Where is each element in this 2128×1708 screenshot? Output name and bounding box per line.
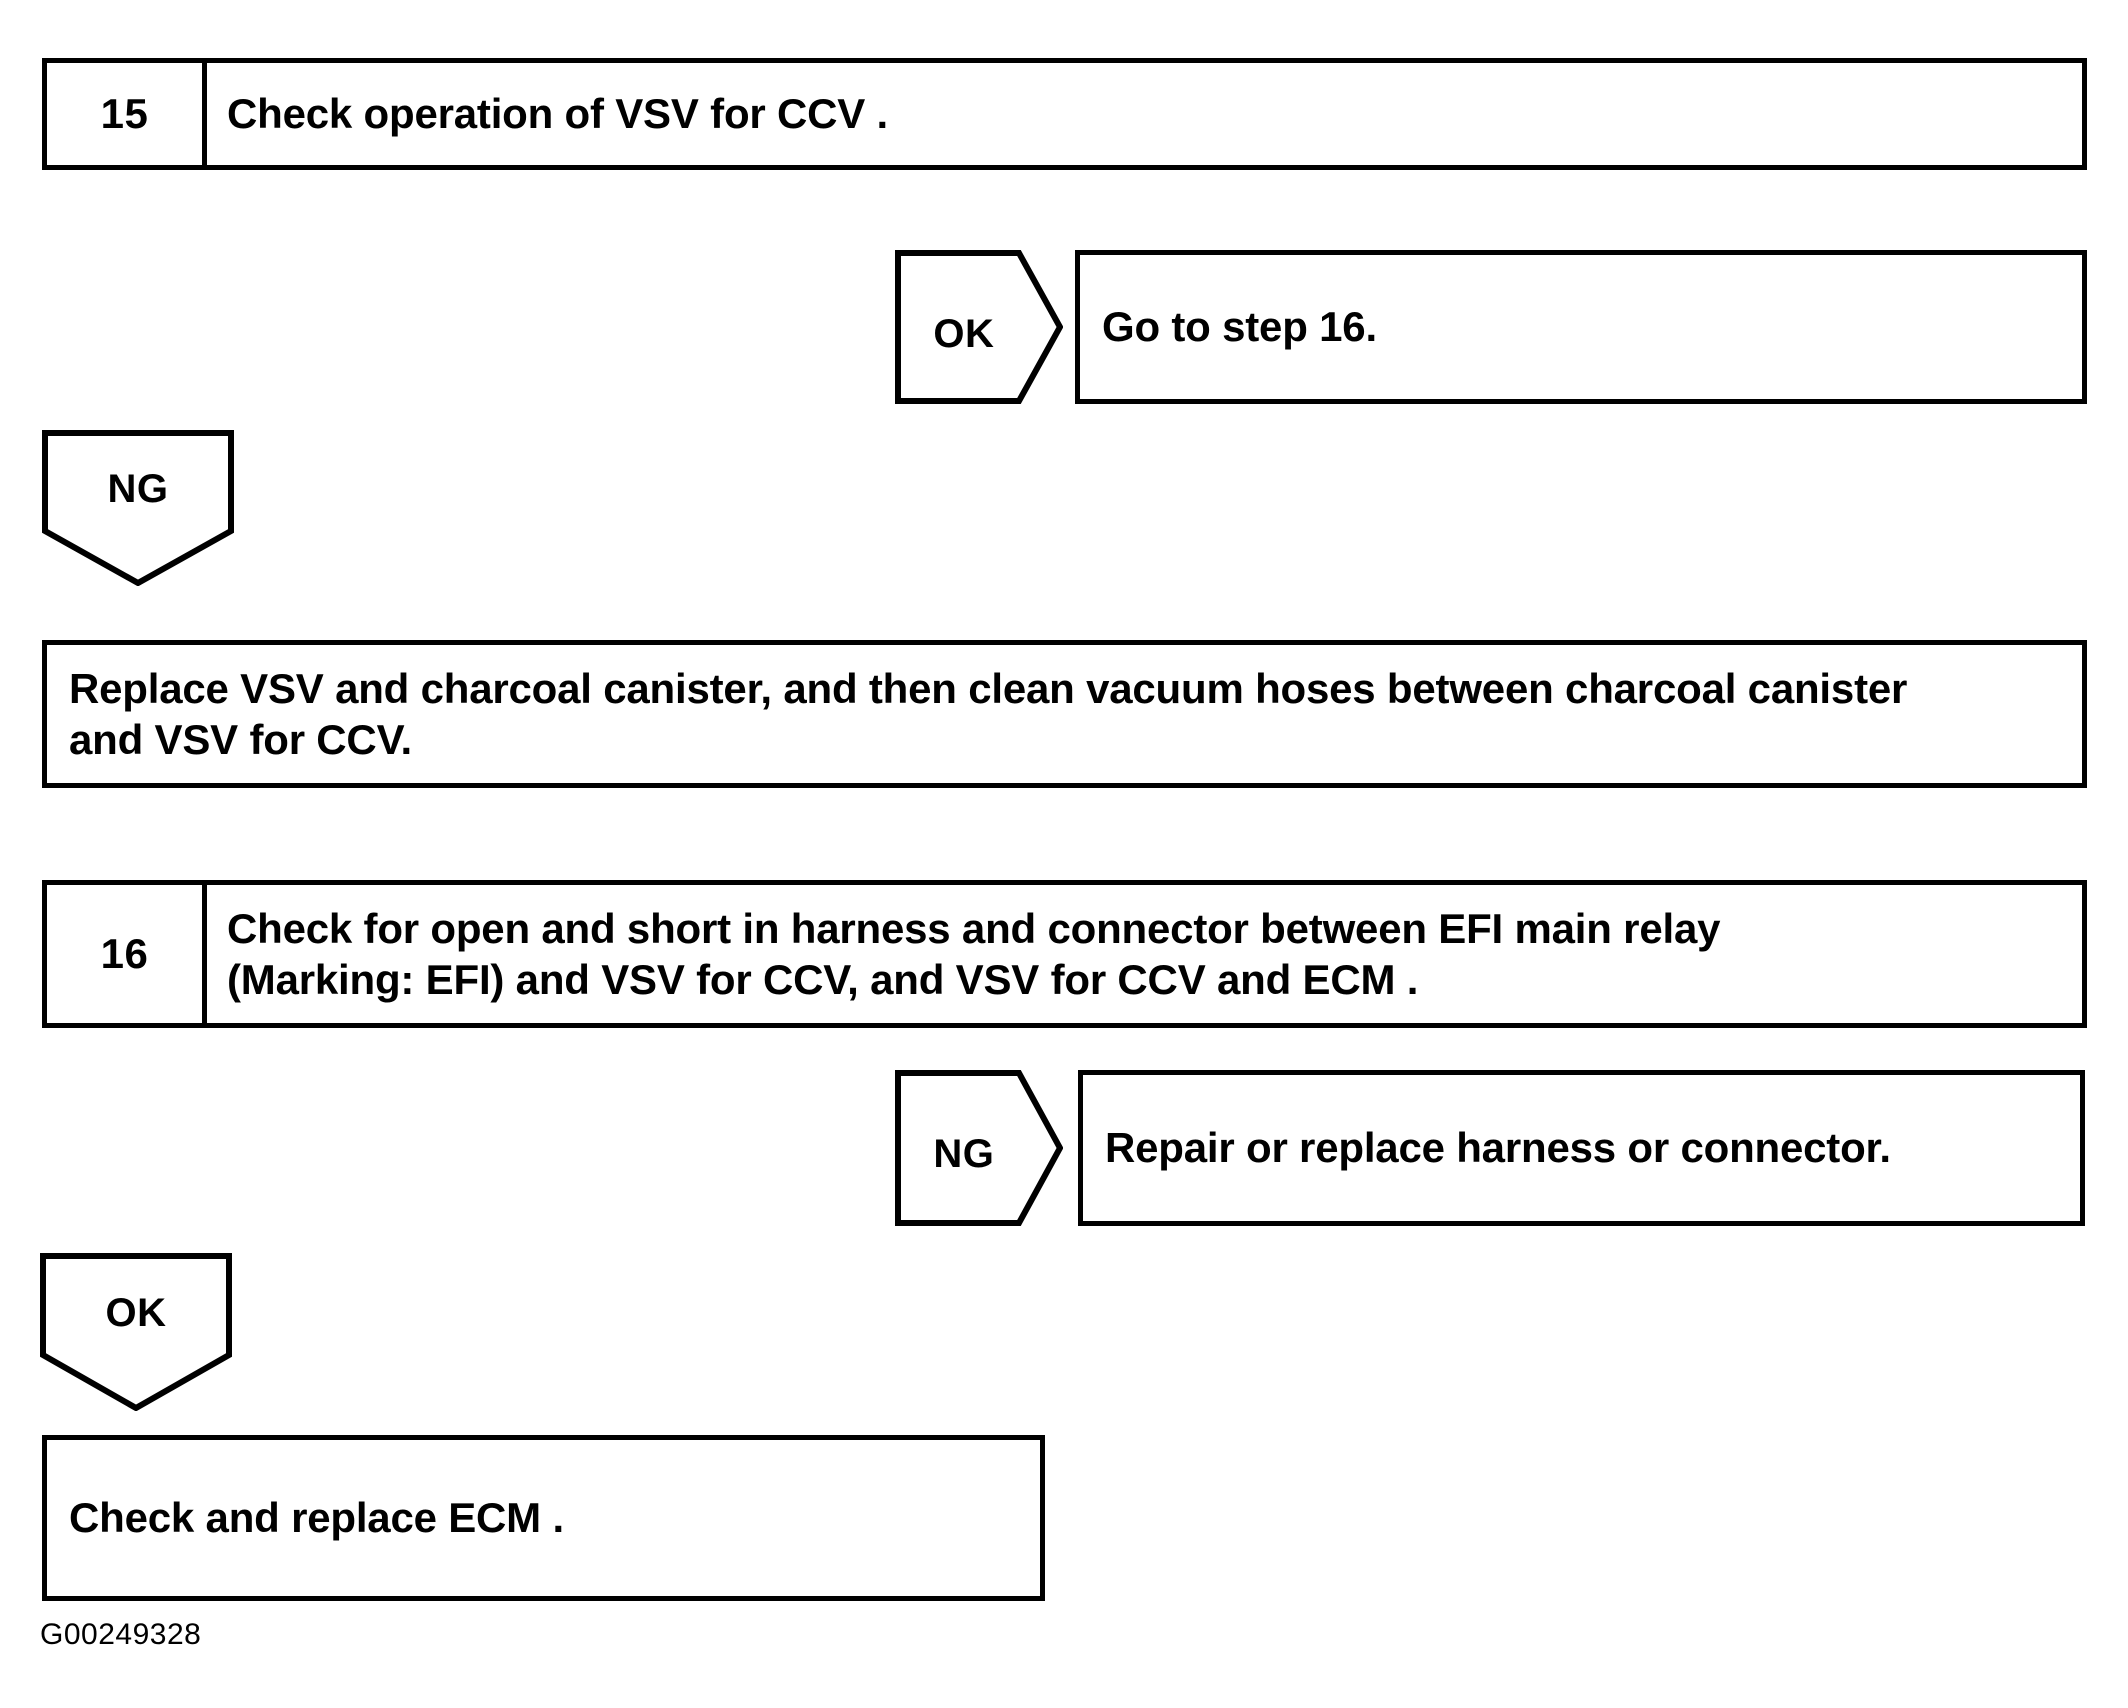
step-15-ok-tag-label: OK (933, 311, 995, 356)
step-15-ng-result-line-2: and VSV for CCV. (69, 716, 412, 763)
step-15-ng-result-line-1: Replace VSV and charcoal canister, and t… (69, 664, 1908, 712)
pentagon-down-icon (40, 1253, 232, 1411)
step-15-box: 15 Check operation of VSV for CCV . (42, 58, 2087, 170)
step-16-box: 16 Check for open and short in harness a… (42, 880, 2087, 1028)
step-15-ng-tag: NG (42, 430, 234, 586)
step-16-ng-result-box: Repair or replace harness or connector. (1078, 1070, 2085, 1226)
pentagon-down-icon (42, 430, 234, 586)
step-16-ok-result-text: Check and replace ECM . (69, 1494, 564, 1542)
step-15-ng-result-text: Replace VSV and charcoal canister, and t… (69, 663, 1907, 765)
step-16-ng-tag-label: NG (933, 1132, 995, 1177)
step-16-ng-tag: NG (895, 1070, 1063, 1226)
step-16-instruction-line-1: Check for open and short in harness and … (227, 904, 1721, 952)
step-16-ok-tag-label: OK (105, 1290, 167, 1335)
figure-id-code: G00249328 (40, 1618, 202, 1651)
step-16-instruction: Check for open and short in harness and … (207, 885, 2082, 1023)
step-16-ok-result-box: Check and replace ECM . (42, 1435, 1045, 1601)
step-15-ok-result-text: Go to step 16. (1102, 303, 1377, 351)
pentagon-right-icon (895, 250, 1063, 404)
step-15-ng-tag-label: NG (107, 467, 169, 512)
step-15-instruction: Check operation of VSV for CCV . (227, 90, 889, 138)
step-16-ng-result-text: Repair or replace harness or connector. (1105, 1124, 1891, 1172)
step-16-number: 16 (47, 885, 207, 1023)
step-15-ok-result-box: Go to step 16. (1075, 250, 2087, 404)
step-15-number: 15 (47, 63, 207, 165)
step-16-instruction-line-2: (Marking: EFI) and VSV for CCV, and VSV … (227, 956, 1419, 1003)
step-16-ok-tag: OK (40, 1253, 232, 1411)
step-15-ng-result-box: Replace VSV and charcoal canister, and t… (42, 640, 2087, 788)
step-15-ok-tag: OK (895, 250, 1063, 404)
pentagon-right-icon (895, 1070, 1063, 1226)
